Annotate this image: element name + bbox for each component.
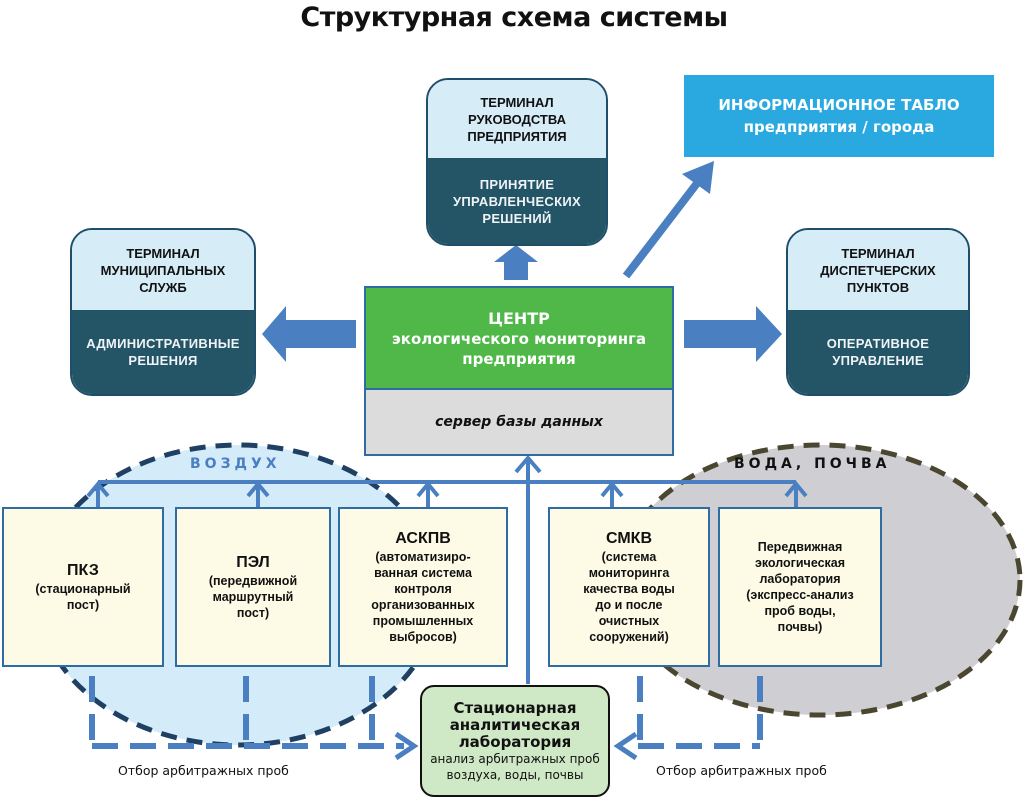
sensor-arrow-1 (86, 480, 110, 507)
terminal-management-title: ТЕРМИНАЛ РУКОВОДСТВА ПРЕДПРИЯТИЯ (428, 80, 606, 158)
sample-label-right: Отбор арбитражных проб (656, 763, 827, 778)
sensor-arrow-3 (416, 480, 440, 507)
terminal-dispatch-function: ОПЕРАТИВНОЕ УПРАВЛЕНИЕ (788, 310, 968, 394)
page-title: Структурная схема системы (300, 2, 728, 33)
center-arrowhead (514, 454, 542, 474)
terminal-municipal-function: АДМИНИСТРАТИВНЫЕ РЕШЕНИЯ (72, 310, 254, 394)
sensor-askpv: АСКПВ (автоматизиро- ванная система конт… (338, 507, 508, 667)
sensor-arrow-5 (784, 480, 808, 507)
sensor-pkz: ПКЗ (стационарный пост) (2, 507, 164, 667)
database-server: сервер базы данных (366, 390, 672, 454)
arrow-to-dispatch (684, 306, 782, 362)
sample-lines-left (89, 676, 404, 749)
terminal-municipal: ТЕРМИНАЛ МУНИЦИПАЛЬНЫХ СЛУЖБ АДМИНИСТРАТ… (70, 228, 256, 396)
info-board-title: ИНФОРМАЦИОННОЕ ТАБЛО (718, 96, 960, 114)
sample-lines-right (637, 676, 763, 749)
sensor-smkv: СМКВ (система мониторинга качества воды … (548, 507, 710, 667)
sample-label-left: Отбор арбитражных проб (118, 763, 289, 778)
arrow-to-management (494, 245, 538, 280)
sample-arrowhead-right (613, 731, 638, 761)
sensor-arrow-4 (600, 480, 624, 507)
terminal-municipal-title: ТЕРМИНАЛ МУНИЦИПАЛЬНЫХ СЛУЖБ (72, 230, 254, 310)
terminal-dispatch: ТЕРМИНАЛ ДИСПЕТЧЕРСКИХ ПУНКТОВ ОПЕРАТИВН… (786, 228, 970, 396)
sensor-mobile-lab: Передвижная экологическая лаборатория (э… (718, 507, 882, 667)
stationary-lab: Стационарная аналитическая лаборатория а… (420, 685, 610, 797)
sensor-arrow-2 (246, 480, 270, 507)
sensor-pel: ПЭЛ (передвижной маршрутный пост) (175, 507, 331, 667)
water-soil-zone-label: ВОДА, ПОЧВА (734, 456, 891, 472)
air-zone-label: ВОЗДУХ (190, 456, 281, 472)
arrow-to-info-board (622, 161, 714, 279)
arrow-to-municipal (262, 306, 356, 362)
monitoring-center: ЦЕНТР экологического мониторинга предпри… (364, 286, 674, 456)
terminal-management-function: ПРИНЯТИЕ УПРАВЛЕНЧЕСКИХ РЕШЕНИЙ (428, 158, 606, 244)
terminal-dispatch-title: ТЕРМИНАЛ ДИСПЕТЧЕРСКИХ ПУНКТОВ (788, 230, 968, 310)
monitoring-center-title: ЦЕНТР экологического мониторинга предпри… (366, 288, 672, 390)
info-board: ИНФОРМАЦИОННОЕ ТАБЛО предприятия / город… (684, 75, 994, 157)
terminal-management: ТЕРМИНАЛ РУКОВОДСТВА ПРЕДПРИЯТИЯ ПРИНЯТИ… (426, 78, 608, 246)
sample-arrowhead-left (394, 731, 419, 761)
info-board-subtitle: предприятия / города (743, 118, 935, 136)
